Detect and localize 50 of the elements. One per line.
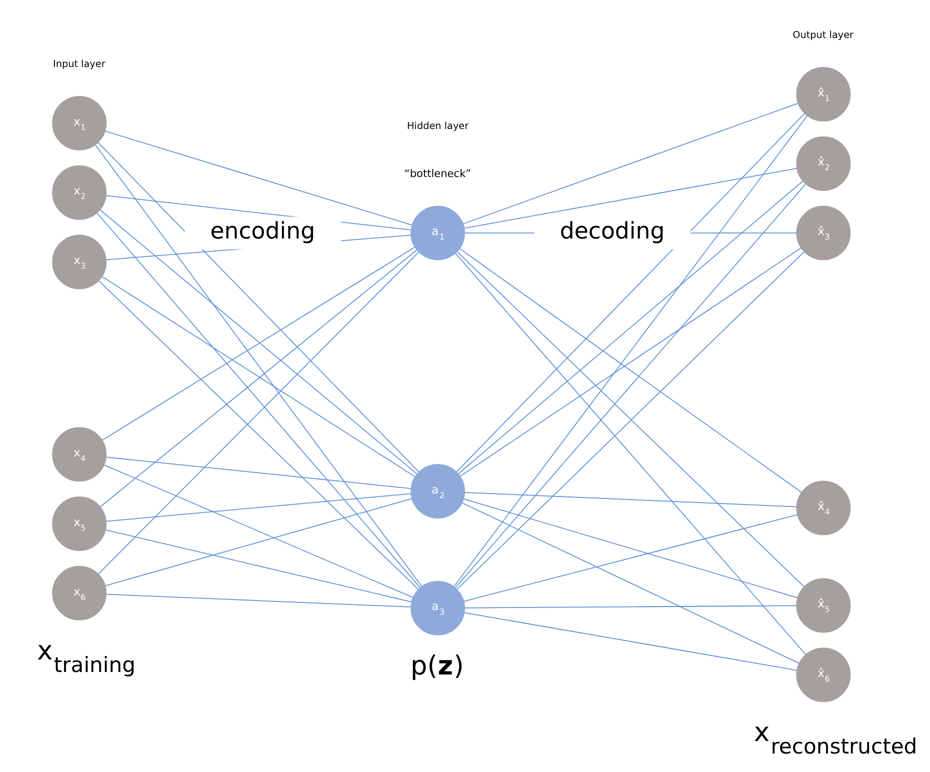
node-circle: a$_{2}$	[410, 464, 465, 518]
connector	[102, 276, 416, 477]
connector	[105, 529, 412, 602]
node-circle: x$_{6}$	[52, 565, 107, 620]
node-circle: x̂$_{3}$	[796, 205, 851, 260]
node-circle: x̂$_{2}$	[796, 136, 851, 190]
connector	[104, 130, 412, 226]
node-circle: x̂$_{6}$	[796, 647, 851, 702]
connector	[458, 180, 804, 474]
node-circle: x̂$_{4}$	[796, 480, 851, 535]
label: Input layer	[52, 58, 106, 70]
node-circle: x$_{2}$	[52, 164, 107, 220]
label: “bottleneck”	[404, 167, 472, 180]
connector	[463, 498, 798, 598]
connector	[464, 167, 798, 228]
connector	[104, 464, 414, 598]
node-circle: x$_{1}$	[52, 95, 107, 150]
connector	[464, 604, 797, 608]
label: Output layer	[792, 29, 854, 40]
connector	[462, 502, 800, 664]
connector	[95, 144, 422, 586]
label: encoding	[210, 218, 316, 244]
connector	[106, 492, 412, 522]
node-circle: a$_{3}$	[410, 580, 465, 635]
connector	[464, 491, 797, 507]
node-circle: x$_{4}$	[52, 426, 107, 482]
connector	[100, 248, 418, 507]
connector	[464, 612, 798, 670]
node-circle: x$_{3}$	[52, 234, 107, 289]
label: decoding	[560, 218, 665, 244]
connector	[464, 514, 798, 602]
connector	[455, 252, 806, 655]
node-circle: x$_{5}$	[52, 496, 107, 550]
connector	[454, 114, 808, 586]
node-circle: x̂$_{1}$	[796, 66, 851, 121]
connector	[102, 246, 416, 440]
node-circle: x̂$_{5}$	[796, 578, 851, 632]
node-circle: a$_{1}$	[410, 205, 465, 260]
connector	[98, 142, 420, 472]
label: x$_{training}$	[37, 636, 136, 676]
connector	[106, 593, 412, 607]
label: x$_{reconstructed}$	[754, 718, 918, 758]
connector	[454, 183, 806, 588]
connector	[100, 208, 418, 474]
connector	[106, 456, 412, 488]
connector	[462, 102, 798, 224]
label: Hidden layer	[407, 120, 469, 132]
connector	[456, 112, 806, 472]
connector	[104, 498, 412, 586]
label: p(z)	[410, 650, 464, 681]
